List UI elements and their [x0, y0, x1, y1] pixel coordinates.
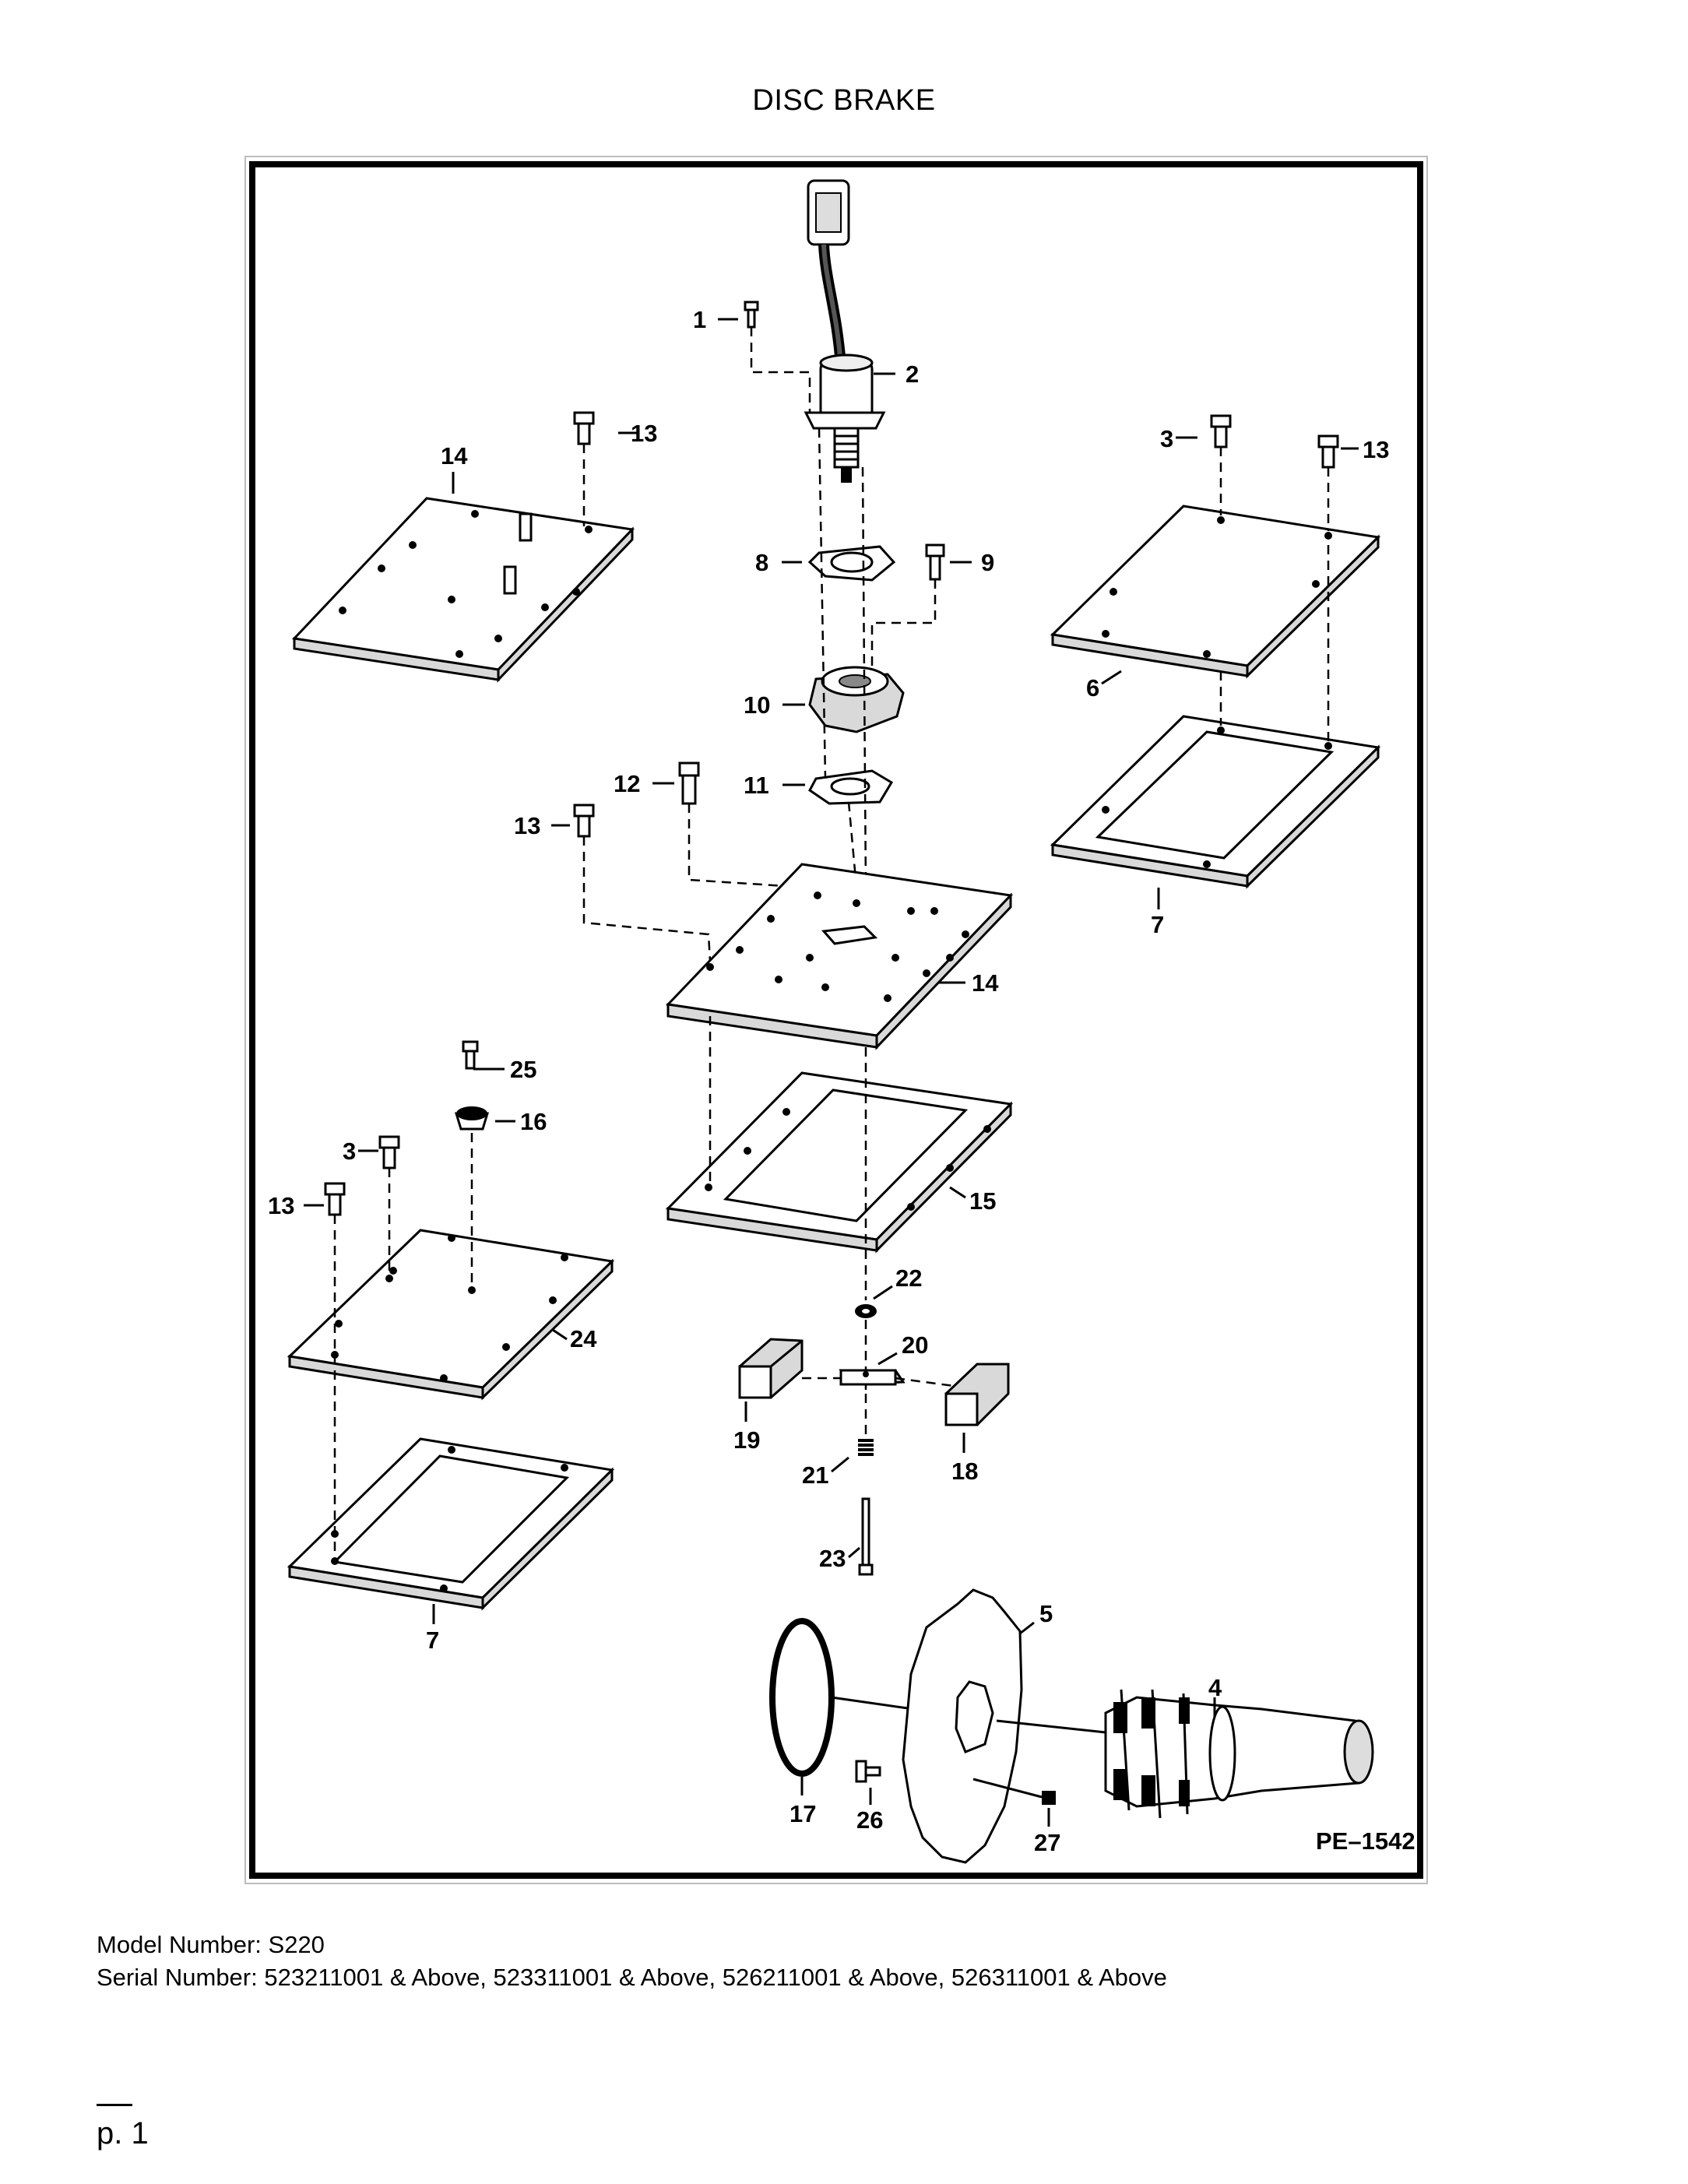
callout-8: 8 [755, 549, 768, 576]
callout-2: 2 [906, 360, 919, 388]
callout-4: 4 [1208, 1674, 1222, 1701]
brake-disc-5 [902, 1588, 1023, 1864]
bolt-13-left-bottom [324, 1182, 346, 1216]
valve-housing-10 [808, 666, 905, 733]
callout-21: 21 [802, 1461, 828, 1489]
footer-rule [97, 2104, 132, 2106]
callout-22: 22 [895, 1264, 922, 1292]
bolt-13-left-top [573, 411, 595, 445]
bolt-26 [855, 1760, 881, 1783]
callout-26: 26 [856, 1806, 883, 1834]
caliper-half-19 [738, 1338, 804, 1399]
serial-number: Serial Number: 523211001 & Above, 523311… [97, 1964, 1167, 1991]
gasket-11 [808, 769, 894, 805]
callout-18: 18 [951, 1458, 978, 1485]
callout-7-right: 7 [1151, 911, 1164, 938]
bolt-1 [744, 301, 759, 329]
fitting-16 [454, 1106, 490, 1131]
left-cover-plate-14 [291, 497, 635, 683]
bolt-3-left [378, 1135, 400, 1169]
callout-24: 24 [570, 1325, 597, 1352]
callout-5: 5 [1039, 1600, 1053, 1627]
callout-10: 10 [744, 691, 770, 719]
right-gasket-7 [1050, 715, 1381, 889]
solenoid-part [804, 179, 886, 483]
callout-27: 27 [1034, 1829, 1060, 1856]
bolt-3-right [1210, 414, 1232, 448]
drive-shaft-4 [1104, 1689, 1374, 1819]
nut-27 [1042, 1791, 1056, 1805]
pin-20 [839, 1369, 906, 1386]
right-cover-plate-6 [1050, 505, 1381, 679]
callout-9: 9 [981, 549, 994, 576]
left-cover-plate-24 [287, 1229, 615, 1401]
bolt-23 [858, 1497, 874, 1576]
left-gasket-7 [287, 1437, 615, 1611]
callout-7-left: 7 [426, 1627, 439, 1654]
bolt-13-middle [573, 804, 595, 838]
callout-13-middle: 13 [514, 812, 540, 839]
callout-15: 15 [969, 1187, 996, 1215]
callout-1: 1 [693, 306, 706, 333]
callout-14-left: 14 [441, 442, 468, 470]
page-number: p. 1 [97, 2116, 149, 2151]
callout-17: 17 [789, 1800, 816, 1827]
page-title: DISC BRAKE [752, 84, 936, 117]
diagram-reference: PE–1542 [1316, 1827, 1415, 1855]
callout-23: 23 [819, 1545, 846, 1572]
washer-22 [855, 1304, 877, 1318]
model-number: Model Number: S220 [97, 1931, 325, 1958]
leader-lines [304, 318, 1359, 1827]
callout-13-left-bottom: 13 [268, 1192, 294, 1219]
gasket-15 [665, 1071, 1014, 1254]
spring-21 [858, 1439, 874, 1456]
callout-14-center: 14 [972, 969, 999, 997]
diagram-frame-outline [244, 156, 1428, 1884]
bolt-13-right [1317, 434, 1339, 469]
caliper-half-18 [944, 1363, 1010, 1426]
center-cover-plate-14 [665, 863, 1014, 1050]
callout-3-left: 3 [343, 1138, 356, 1165]
bolt-25 [462, 1040, 479, 1070]
callout-13-right: 13 [1363, 436, 1389, 463]
bolt-12 [678, 761, 700, 805]
callout-13-left-top: 13 [631, 420, 657, 447]
callout-11: 11 [744, 772, 769, 799]
gasket-8 [807, 545, 896, 582]
callout-3-right: 3 [1160, 425, 1173, 452]
callout-25: 25 [510, 1056, 536, 1083]
callout-19: 19 [733, 1426, 760, 1454]
callout-6: 6 [1086, 674, 1099, 702]
callout-16: 16 [520, 1108, 547, 1135]
callout-12: 12 [614, 770, 640, 797]
bolt-9 [925, 543, 945, 581]
callout-20: 20 [902, 1331, 928, 1359]
diagram-frame [249, 161, 1423, 1879]
snap-ring-17 [769, 1618, 835, 1777]
